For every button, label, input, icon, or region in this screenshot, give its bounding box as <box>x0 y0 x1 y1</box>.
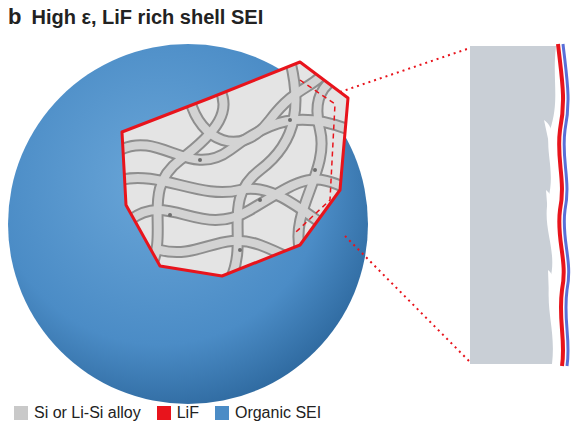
inset-gap <box>544 120 554 298</box>
legend-text: Organic SEI <box>235 404 321 422</box>
heading: b High ε, LiF rich shell SEI <box>8 4 263 30</box>
panel-letter: b <box>8 4 21 30</box>
zoom-line <box>345 236 470 362</box>
si-network <box>120 60 350 280</box>
zoom-line <box>340 48 470 92</box>
inset-lif <box>558 44 564 366</box>
sphere <box>8 44 368 404</box>
legend-swatch <box>157 406 171 420</box>
legend-swatch <box>215 406 229 420</box>
inset-organic <box>563 44 569 366</box>
cutaway <box>122 62 348 276</box>
legend: Si or Li-Si alloy LiF Organic SEI <box>14 404 337 422</box>
legend-item: LiF <box>157 404 199 422</box>
legend-swatch <box>14 406 28 420</box>
title: High ε, LiF rich shell SEI <box>31 6 263 29</box>
legend-text: LiF <box>177 404 199 422</box>
zoom-region <box>296 80 335 232</box>
legend-item: Organic SEI <box>215 404 321 422</box>
inset-si <box>470 46 556 364</box>
lif-layer <box>122 62 348 276</box>
legend-text: Si or Li-Si alloy <box>34 404 141 422</box>
legend-item: Si or Li-Si alloy <box>14 404 141 422</box>
